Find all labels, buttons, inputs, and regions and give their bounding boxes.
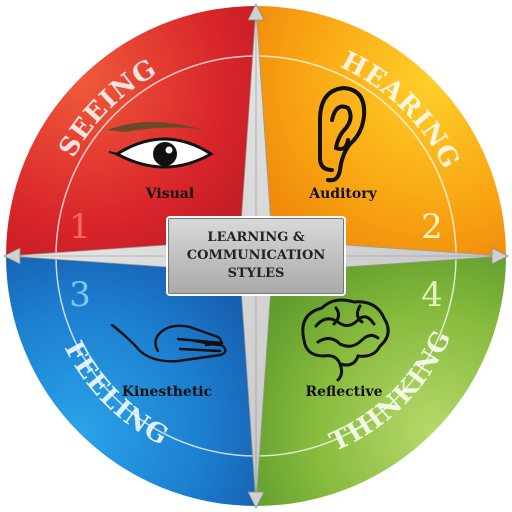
quadrant-number-3: 3	[69, 275, 91, 315]
style-label-reflective: Reflective	[306, 384, 383, 400]
quadrant-thinking	[256, 256, 506, 506]
arrow-left	[3, 247, 21, 265]
style-label-visual: Visual	[145, 186, 194, 202]
center-title-box: LEARNING & COMMUNICATION STYLES	[166, 216, 346, 296]
ear-icon	[318, 85, 367, 183]
style-label-kinesthetic: Kinesthetic	[122, 384, 212, 400]
quadrant-feeling	[6, 256, 256, 506]
center-title-line-3: STYLES	[227, 266, 285, 281]
hand-icon	[110, 323, 227, 363]
eye-icon	[107, 121, 215, 169]
quadrant-number-1: 1	[69, 207, 91, 247]
style-label-auditory: Auditory	[308, 186, 377, 202]
center-title-line-1: LEARNING &	[207, 230, 305, 245]
quadrant-number-2: 2	[421, 207, 443, 247]
arrow-up	[247, 3, 265, 21]
center-title-line-2: COMMUNICATION	[186, 248, 326, 263]
arrow-right	[491, 247, 509, 265]
brain-icon	[301, 298, 390, 382]
quadrant-hearing	[256, 6, 506, 256]
arrow-down	[247, 491, 265, 509]
quadrant-number-4: 4	[421, 275, 443, 315]
